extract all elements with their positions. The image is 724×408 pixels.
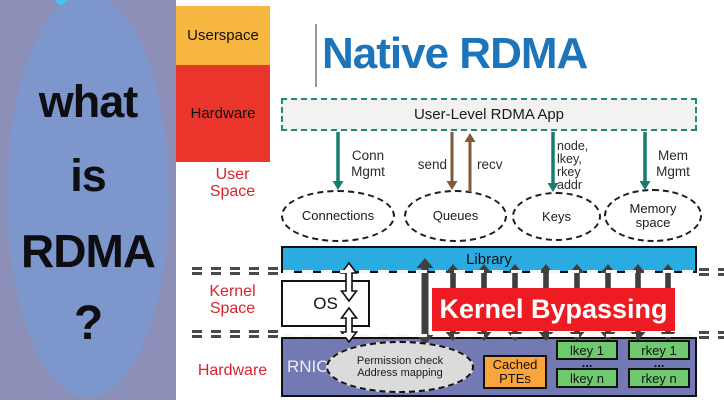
rkeyn-box: rkey n (628, 368, 690, 388)
cached-ptes-box: Cached PTEs (483, 355, 547, 389)
question-mark: ? (73, 297, 103, 350)
conn-mgmt-arrow (332, 132, 344, 190)
page-title: Native RDMA (322, 29, 588, 78)
layer-label-kernel-space: Kernel Space (209, 283, 256, 317)
legend-hardware-box: Hardware (176, 65, 270, 162)
rkey1-box: rkey 1 (628, 340, 690, 360)
separator-user-kernel-left (192, 267, 280, 274)
question-ellipse (7, 0, 169, 398)
os-box: OS (281, 280, 370, 327)
question-word-what: what (38, 76, 139, 127)
conn-mgmt-label: Conn Mgmt (351, 148, 385, 179)
recv-arrow (464, 133, 476, 192)
layer-label-user-space: User Space (209, 166, 256, 200)
separator-kernel-hardware-right (699, 331, 724, 338)
lkey-ellipsis: ... (581, 355, 593, 370)
send-arrow (446, 132, 458, 190)
separator-user-kernel-right (699, 268, 724, 275)
question-word-is: is (70, 150, 107, 201)
separator-kernel-hardware-main (283, 334, 697, 337)
recv-label: recv (477, 157, 503, 172)
title-cursor-line (315, 24, 317, 87)
legend-userspace-box: Userspace (176, 6, 270, 65)
separator-kernel-hardware-left (192, 330, 280, 337)
user-level-rdma-app-box: User-Level RDMA App (281, 98, 697, 131)
lkey1-box: lkey 1 (556, 340, 618, 360)
connections-cloud: Connections (281, 190, 395, 242)
permission-check-cloud: Permission check Address mapping (326, 341, 474, 393)
mem-mgmt-label: Mem Mgmt (656, 148, 690, 179)
separator-user-kernel-main (283, 270, 697, 273)
rnic-label: RNIC (287, 357, 329, 376)
question-word-rdma: RDMA (21, 225, 156, 277)
send-label: send (417, 157, 447, 172)
lkeyn-box: lkey n (556, 368, 618, 388)
kernel-bypassing-banner: Kernel Bypassing (432, 288, 675, 331)
memory-space-cloud: Memory space (604, 189, 702, 242)
rkey-ellipsis: ... (653, 355, 665, 370)
queues-cloud: Queues (404, 190, 507, 242)
mem-mgmt-arrow (639, 132, 651, 190)
layer-label-hardware: Hardware (197, 362, 268, 379)
keys-cloud: Keys (512, 192, 601, 241)
question-panel: what is RDMA ? (0, 0, 176, 400)
library-bar: Library (281, 246, 697, 273)
node-keys-label: node, lkey, rkey addr (557, 139, 589, 192)
